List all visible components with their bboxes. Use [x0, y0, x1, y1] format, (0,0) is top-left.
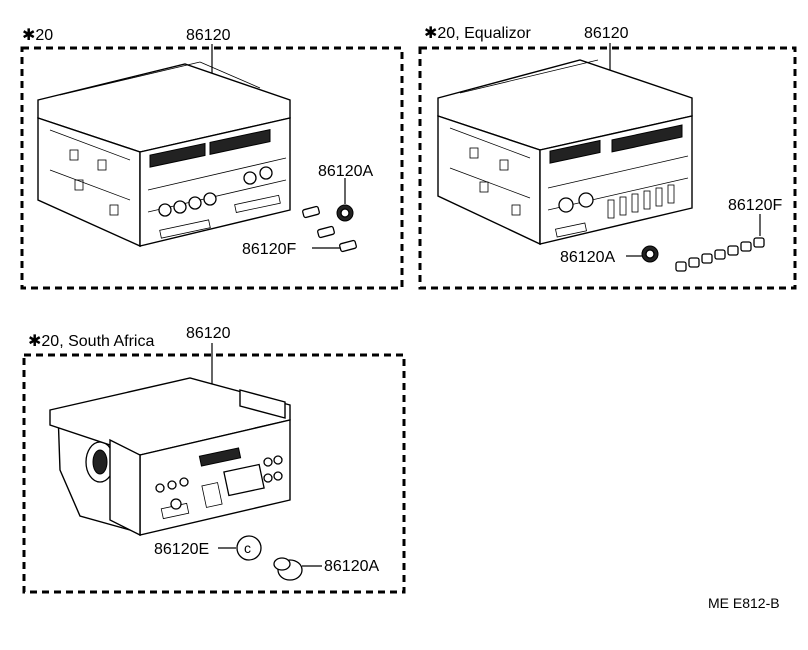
panel-radio-south-africa: ✱20, South Africa 86120: [22, 325, 406, 594]
part-number-main: 86120: [186, 325, 231, 342]
knob-part: 86120A: [318, 163, 373, 222]
callout-button: 86120F: [728, 197, 782, 214]
equalizer-sliders: [607, 184, 675, 219]
callout-button: 86120F: [242, 241, 296, 258]
part-number-main: 86120: [584, 25, 629, 42]
panel-frame: [22, 353, 406, 594]
radio-unit: [37, 61, 291, 248]
callout-cap: 86120E: [154, 541, 209, 558]
knob-part: 86120A: [273, 557, 379, 581]
panel-header: ✱20, Equalizor: [424, 25, 531, 42]
front-controls: [155, 447, 283, 520]
button-parts: 86120F: [242, 205, 357, 258]
radio-unit: [49, 377, 291, 537]
panel-frame: [20, 46, 404, 290]
callout-knob: 86120A: [324, 558, 379, 575]
panel-header: ✱20: [22, 27, 53, 44]
footer-code: ME E812-B: [708, 595, 780, 611]
part-number-main: 86120: [186, 27, 231, 44]
button-parts: 86120F: [675, 197, 782, 272]
callout-knob: 86120A: [560, 249, 615, 266]
radio-unit: [437, 59, 693, 246]
callout-knob: 86120A: [318, 163, 373, 180]
panel-radio-standard: ✱20 86120: [20, 27, 404, 290]
panel-header: ✱20, South Africa: [28, 333, 154, 350]
panel-frame: [418, 46, 797, 290]
knob-part: 86120A: [560, 245, 659, 266]
svg-text:c: c: [244, 540, 251, 556]
cap-part: c 86120E: [154, 535, 262, 561]
panel-radio-equalizer: ✱20, Equalizor 86120: [418, 25, 797, 290]
